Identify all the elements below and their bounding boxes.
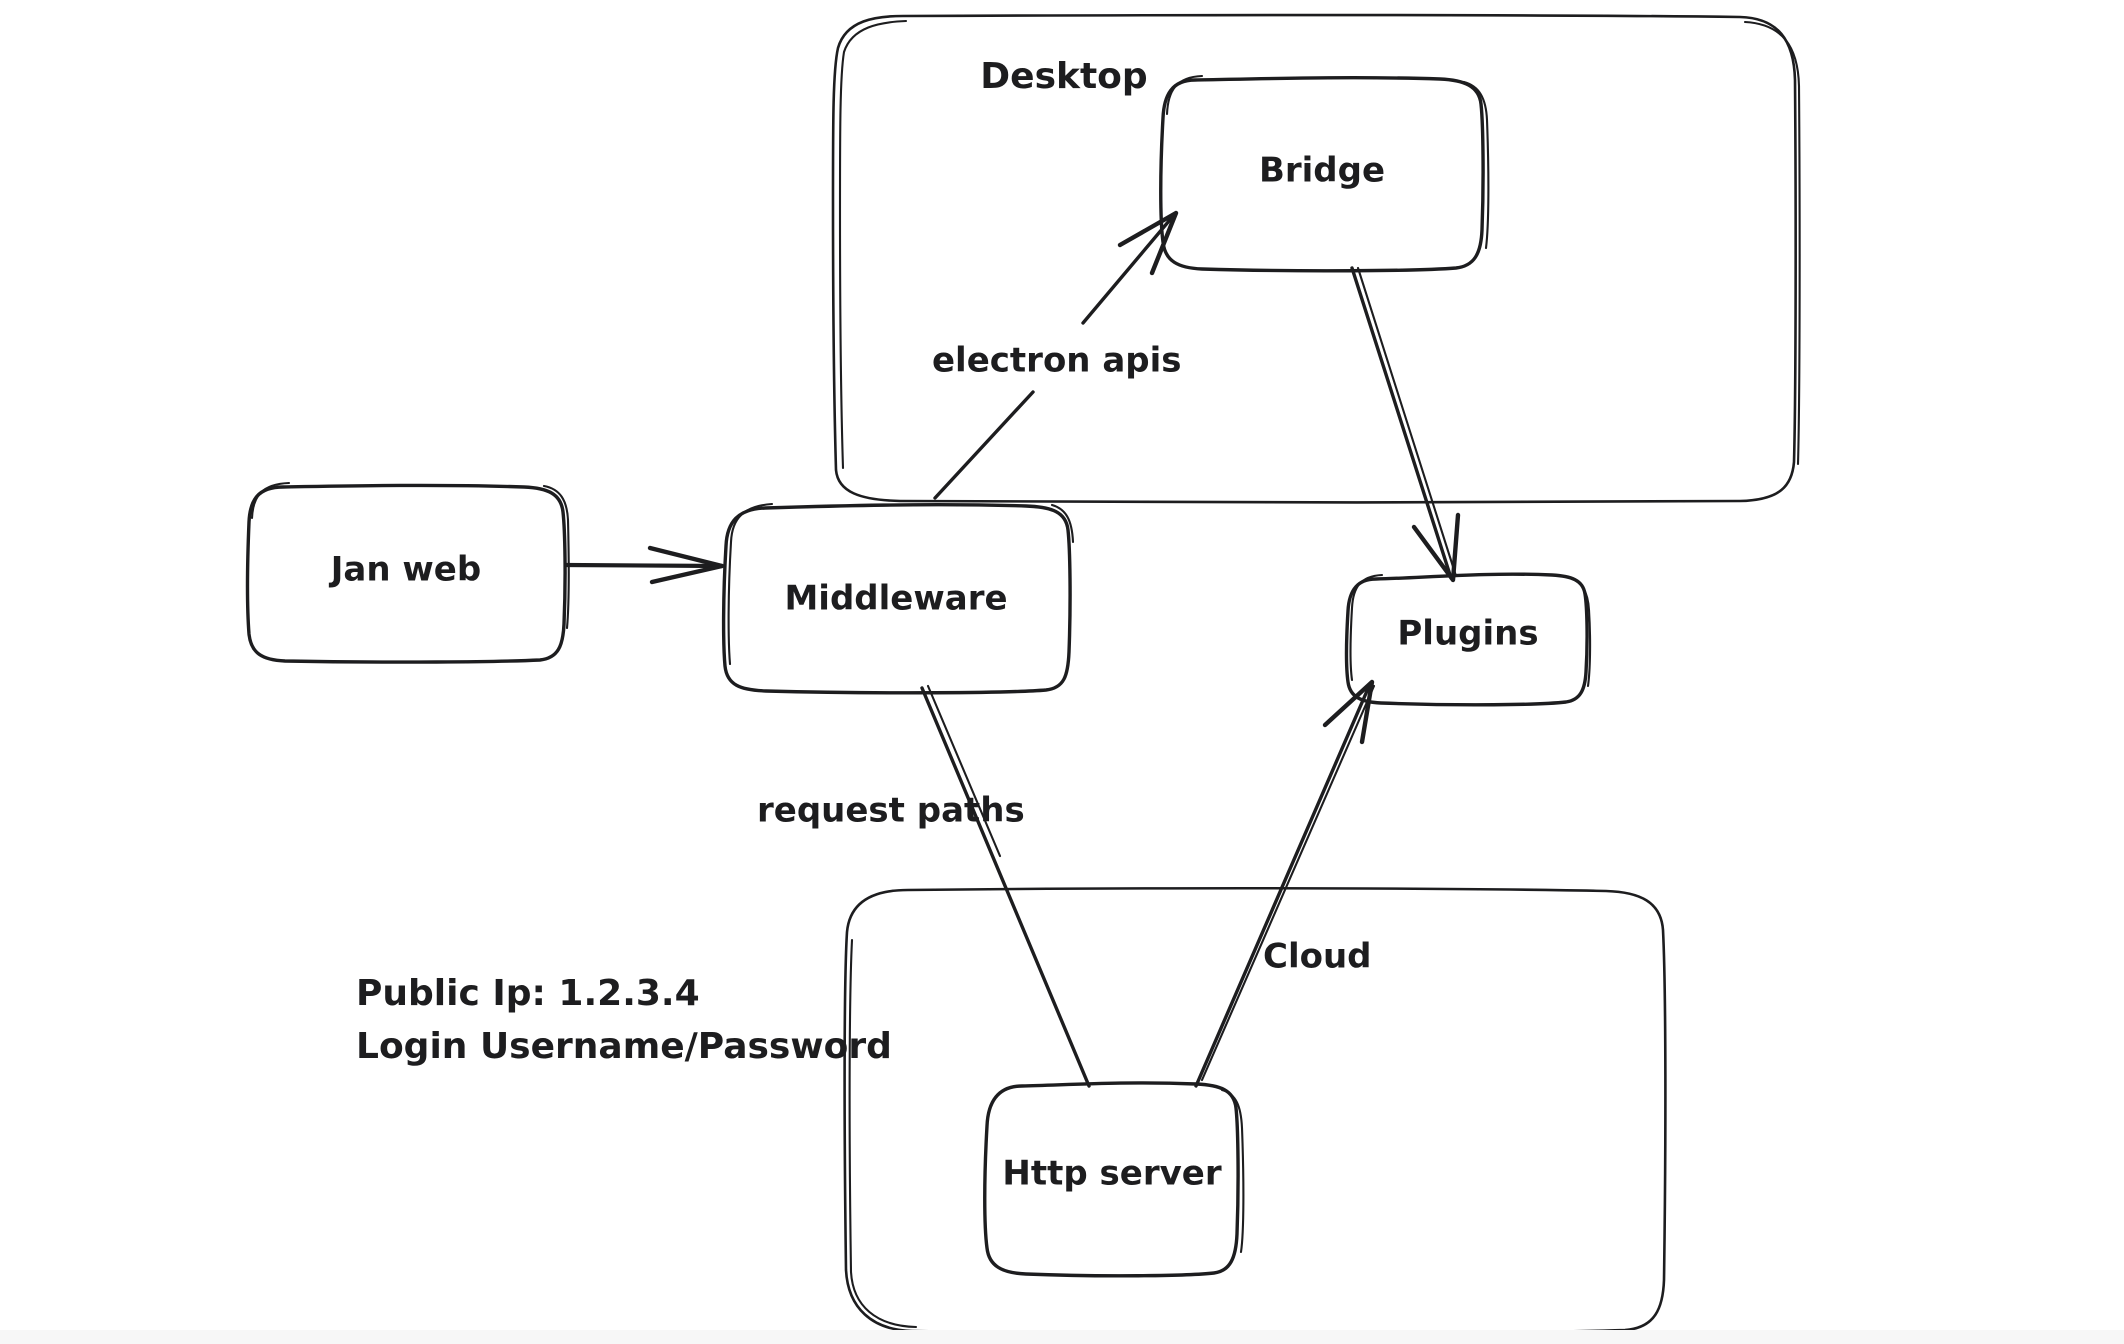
node-http-server[interactable]: Http server (983, 1081, 1245, 1278)
cloud-container-sketch-overdraw (848, 938, 918, 1329)
middleware-box-outline (721, 503, 1072, 695)
http-server-label: Http server (1002, 1154, 1221, 1194)
edge-bridge-to-plugins[interactable] (1350, 266, 1461, 583)
bridge-to-plugins-arrowhead (1411, 512, 1461, 583)
cloud-container-outline (843, 886, 1667, 1335)
edge-label-request-paths: request paths (757, 791, 1025, 831)
middleware-box-sketch-overdraw (727, 502, 1075, 666)
janweb-to-middleware-arrowhead (647, 545, 725, 585)
bridge-box-sketch-overdraw (1165, 74, 1490, 250)
edge-http-server-to-plugins[interactable] (1194, 679, 1376, 1088)
plugins-box-sketch-overdraw (1349, 573, 1592, 688)
middleware-to-bridge-arrowhead (1117, 210, 1179, 276)
desktop-container-outline (831, 13, 1797, 504)
jan-web-box-sketch-overdraw (250, 481, 570, 630)
group-cloud-label: Cloud (1263, 937, 1372, 977)
bridge-to-plugins-line (1350, 266, 1453, 580)
http-server-to-plugins-arrowhead (1322, 679, 1375, 745)
http-server-to-plugins-line-overdraw (1200, 684, 1376, 1082)
notes-block: Public Ip: 1.2.3.4 Login Username/Passwo… (356, 973, 892, 1067)
node-plugins[interactable]: Plugins (1344, 572, 1592, 707)
group-desktop[interactable]: Desktop (831, 13, 1801, 504)
edge-middleware-to-bridge[interactable]: electron apis (932, 210, 1182, 500)
jan-web-box-outline (245, 483, 567, 664)
edge-label-electron-apis: electron apis (932, 341, 1182, 381)
desktop-container-sketch-overdraw-right (1743, 20, 1801, 466)
note-public-ip: Public Ip: 1.2.3.4 (356, 973, 700, 1014)
plugins-box-outline (1344, 572, 1589, 707)
edge-janweb-to-middleware[interactable] (563, 545, 725, 585)
middleware-to-http-server-line-overdraw (926, 684, 1002, 858)
bottom-edge-band (0, 1330, 2124, 1344)
middleware-label: Middleware (784, 579, 1007, 619)
desktop-container-sketch-overdraw (838, 19, 908, 470)
http-server-box-sketch-overdraw (1220, 1088, 1245, 1254)
middleware-to-bridge-line-lower (933, 390, 1035, 500)
note-login: Login Username/Password (356, 1026, 892, 1067)
node-jan-web[interactable]: Jan web (245, 481, 570, 664)
jan-web-label: Jan web (329, 550, 481, 590)
janweb-to-middleware-line (563, 562, 725, 569)
group-cloud[interactable]: Cloud (843, 886, 1667, 1335)
plugins-label: Plugins (1397, 614, 1538, 654)
middleware-to-http-server-line (920, 686, 1091, 1088)
bridge-to-plugins-line-overdraw (1356, 266, 1458, 578)
bridge-label: Bridge (1259, 151, 1385, 191)
middleware-to-bridge-line-upper (1081, 213, 1176, 325)
group-desktop-label: Desktop (980, 56, 1147, 97)
bridge-box-outline (1159, 76, 1485, 273)
node-bridge[interactable]: Bridge (1159, 74, 1490, 273)
http-server-to-plugins-line (1194, 682, 1372, 1088)
node-middleware[interactable]: Middleware (721, 502, 1075, 695)
edge-middleware-to-http-server[interactable]: request paths (757, 684, 1091, 1088)
